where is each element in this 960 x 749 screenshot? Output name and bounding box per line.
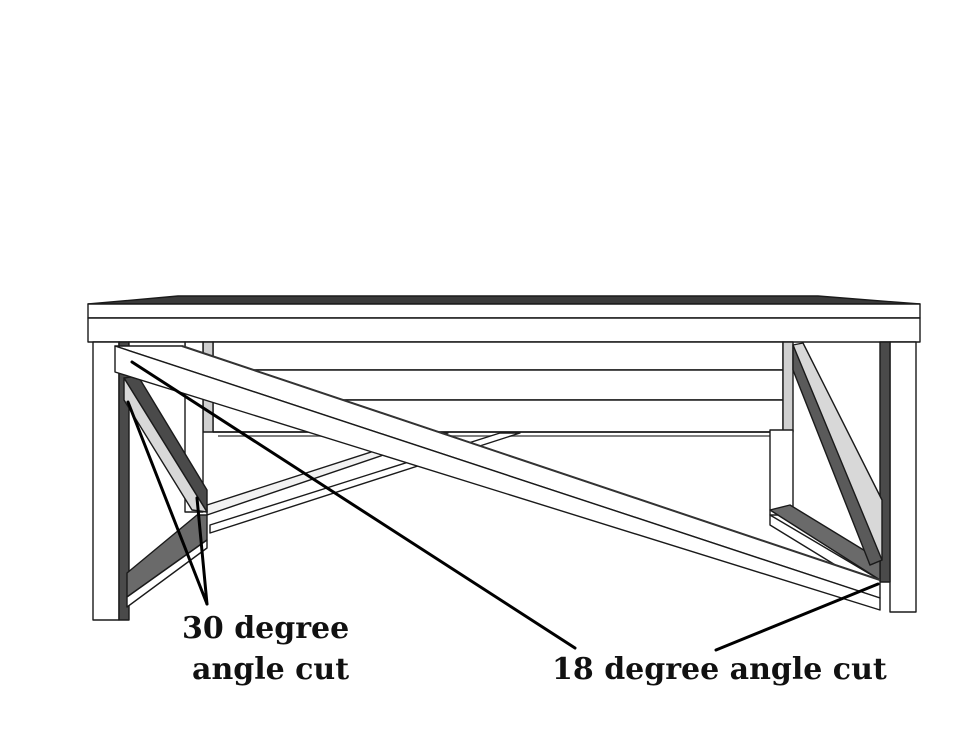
eighteen-degree-label: 18 degree angle cut [552,652,887,687]
thirty-degree-label-line2: angle cut [192,652,350,687]
right-side-frame [769,341,917,613]
leader-30-a [126,400,209,606]
leader-18-b [714,582,880,652]
leader-30-b [195,496,209,606]
leader-lines [126,360,880,652]
tabletop [87,295,921,343]
left-side-frame [92,341,208,621]
thirty-degree-label-line1: 30 degree [182,611,350,646]
front-diagonal-brace [114,345,881,611]
leader-18-a [130,360,577,650]
